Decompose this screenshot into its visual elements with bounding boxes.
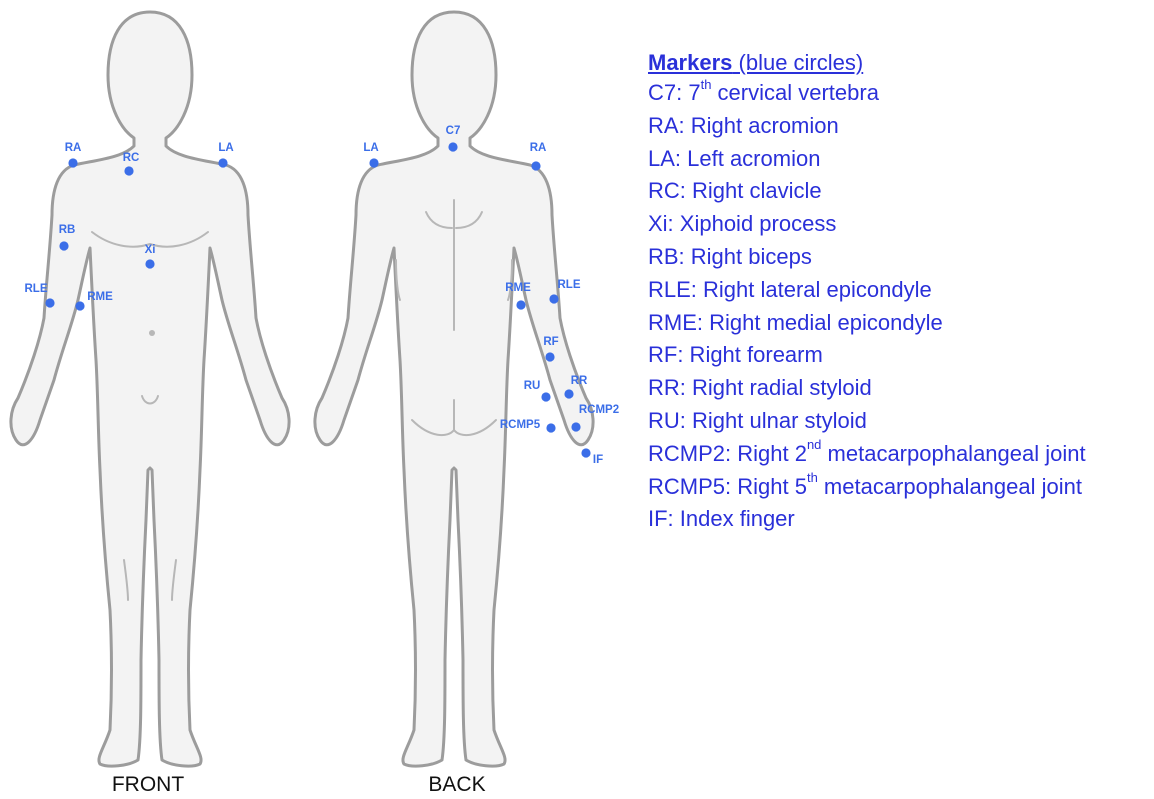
marker-dot-back-rcmp5: [546, 423, 555, 432]
legend-item-text: IF: Index finger: [648, 506, 795, 531]
legend-item-text: RME: Right medial epicondyle: [648, 310, 943, 335]
marker-dot-back-rcmp2: [571, 422, 580, 431]
legend-item-text: RCMP2: Right 2: [648, 441, 807, 466]
marker-label-front-rb: RB: [59, 224, 76, 236]
legend-item-text: RA: Right acromion: [648, 113, 839, 138]
legend-item-text: LA: Left acromion: [648, 146, 820, 171]
legend-item-text: RC: Right clavicle: [648, 178, 822, 203]
marker-dot-back-ru: [541, 392, 550, 401]
marker-dot-back-la: [369, 158, 378, 167]
legend-item: RC: Right clavicle: [648, 175, 1148, 208]
legend-item: Xi: Xiphoid process: [648, 208, 1148, 241]
marker-label-front-xi: Xi: [145, 244, 156, 256]
marker-label-front-la: LA: [218, 142, 233, 154]
marker-label-back-ra: RA: [530, 142, 547, 154]
marker-label-back-rcmp5: RCMP5: [500, 419, 541, 431]
legend-item: LA: Left acromion: [648, 143, 1148, 176]
legend-item-superscript: nd: [807, 437, 821, 452]
marker-dot-front-la: [218, 158, 227, 167]
marker-label-back-if: IF: [593, 454, 603, 466]
legend-item: RLE: Right lateral epicondyle: [648, 274, 1148, 307]
marker-label-back-rle: RLE: [558, 279, 581, 291]
marker-label-front-rc: RC: [123, 152, 140, 164]
legend-item: RA: Right acromion: [648, 110, 1148, 143]
marker-dot-front-rc: [124, 166, 133, 175]
marker-dot-back-rr: [564, 389, 573, 398]
marker-label-front-rme: RME: [87, 291, 113, 303]
legend-item: RB: Right biceps: [648, 241, 1148, 274]
marker-dot-back-ra: [531, 161, 540, 170]
marker-label-back-rf: RF: [543, 336, 558, 348]
marker-label-back-rme: RME: [505, 282, 531, 294]
legend-item: RF: Right forearm: [648, 339, 1148, 372]
marker-dot-back-rme: [516, 300, 525, 309]
marker-dot-back-rle: [549, 294, 558, 303]
legend-item: RME: Right medial epicondyle: [648, 307, 1148, 340]
front-view-label: FRONT: [112, 773, 184, 796]
legend-item-text: RB: Right biceps: [648, 244, 812, 269]
marker-label-back-la: LA: [363, 142, 378, 154]
legend-item-text: RCMP5: Right 5: [648, 474, 807, 499]
legend-item: C7: 7th cervical vertebra: [648, 77, 1148, 110]
marker-label-back-ru: RU: [524, 380, 541, 392]
marker-dot-front-rme: [75, 301, 84, 310]
legend-item: RCMP5: Right 5th metacarpophalangeal joi…: [648, 471, 1148, 504]
marker-label-back-rcmp2: RCMP2: [579, 404, 619, 416]
legend-item-superscript: th: [807, 470, 818, 485]
legend-item-text: RU: Right ulnar styloid: [648, 408, 867, 433]
legend-item: RCMP2: Right 2nd metacarpophalangeal joi…: [648, 438, 1148, 471]
legend-item-text: C7: 7: [648, 80, 701, 105]
legend-item-text-tail: cervical vertebra: [711, 80, 879, 105]
marker-label-back-c7: C7: [446, 125, 461, 137]
marker-dot-back-rf: [545, 352, 554, 361]
legend-item-superscript: th: [701, 77, 712, 92]
legend-title-rest: (blue circles): [732, 50, 863, 75]
legend-item-text-tail: metacarpophalangeal joint: [818, 474, 1082, 499]
marker-legend: Markers (blue circles) C7: 7th cervical …: [648, 49, 1148, 536]
legend-item: RR: Right radial styloid: [648, 372, 1148, 405]
marker-dot-front-xi: [145, 259, 154, 268]
legend-item-text: Xi: Xiphoid process: [648, 211, 836, 236]
legend-title: Markers (blue circles): [648, 49, 1148, 77]
marker-dot-front-rle: [45, 298, 54, 307]
marker-label-front-ra: RA: [65, 142, 82, 154]
legend-item-text: RR: Right radial styloid: [648, 375, 872, 400]
front-body: [11, 12, 289, 766]
marker-dot-front-rb: [59, 241, 68, 250]
marker-dot-back-c7: [448, 142, 457, 151]
legend-item-text: RLE: Right lateral epicondyle: [648, 277, 932, 302]
legend-item: IF: Index finger: [648, 503, 1148, 536]
legend-title-bold: Markers: [648, 50, 732, 75]
marker-dot-front-ra: [68, 158, 77, 167]
legend-item-text: RF: Right forearm: [648, 342, 823, 367]
marker-dot-back-if: [581, 448, 590, 457]
back-view-label: BACK: [428, 773, 485, 796]
marker-label-front-rle: RLE: [25, 283, 48, 295]
legend-item: RU: Right ulnar styloid: [648, 405, 1148, 438]
legend-item-text-tail: metacarpophalangeal joint: [821, 441, 1085, 466]
marker-label-back-rr: RR: [571, 375, 588, 387]
